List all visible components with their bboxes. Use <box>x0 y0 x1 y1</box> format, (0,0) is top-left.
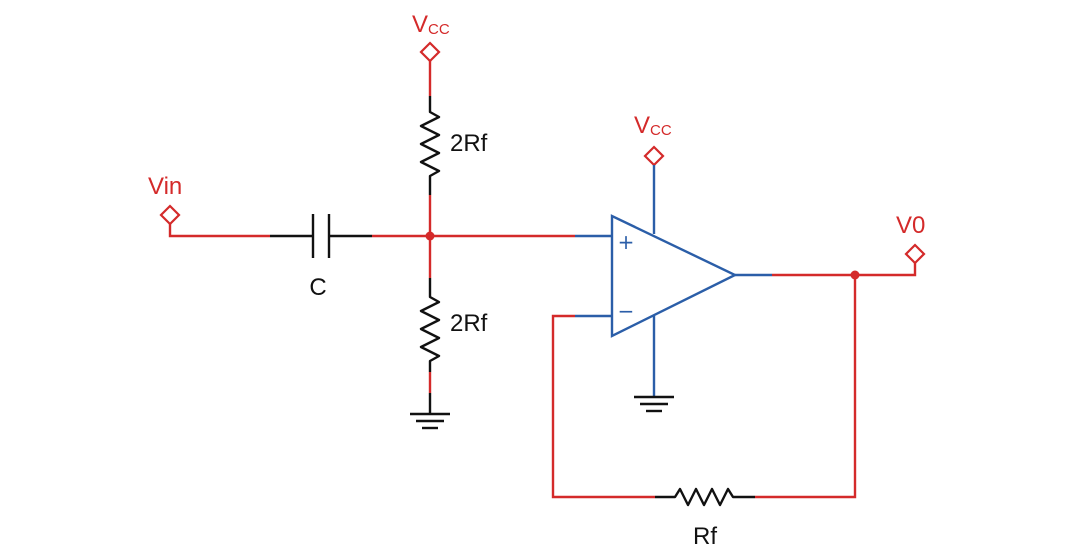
vcc-opamp-label-sub: CC <box>650 122 672 139</box>
resistor-bottom-label: 2Rf <box>450 310 488 337</box>
v0-port-icon <box>904 243 926 265</box>
vcc-main-label-v: V <box>412 11 428 38</box>
vin-label: Vin <box>148 173 182 200</box>
resistor-top-icon <box>419 96 441 195</box>
resistor-top-label: 2Rf <box>450 130 488 157</box>
resistor-bottom-icon <box>419 278 441 372</box>
vcc-main-port-icon <box>419 41 441 63</box>
vcc-opamp-label-v: V <box>634 112 650 139</box>
junction-dot-input-node <box>425 231 435 241</box>
opamp-triangle-icon <box>610 214 738 338</box>
opamp-plus-sign: + <box>618 230 635 254</box>
vcc-main-label: VCC <box>412 11 450 38</box>
wire-opamp-output-to-v0 <box>772 262 917 277</box>
vcc-opamp-port-icon <box>643 145 665 167</box>
v0-label: V0 <box>896 212 925 239</box>
vcc-opamp-label: VCC <box>634 112 672 139</box>
capacitor-c-icon <box>270 214 372 258</box>
ground-resistor-icon <box>410 393 450 430</box>
vcc-main-label-sub: CC <box>428 21 450 38</box>
wire-vin-to-capacitor <box>168 223 270 238</box>
ground-opamp-icon <box>634 395 674 413</box>
resistor-feedback-icon <box>655 487 755 507</box>
opamp-minus-sign: − <box>618 299 635 323</box>
vin-port-icon <box>159 204 181 226</box>
components <box>270 96 755 507</box>
ports <box>159 41 926 265</box>
capacitor-label: C <box>309 274 326 301</box>
junction-dot-output-node <box>850 270 860 280</box>
wire-feedback-to-minus <box>551 314 655 499</box>
wires <box>168 61 917 499</box>
opamp <box>575 165 772 413</box>
wire-feedback-loop <box>755 275 857 499</box>
resistor-feedback-label: Rf <box>693 523 717 550</box>
